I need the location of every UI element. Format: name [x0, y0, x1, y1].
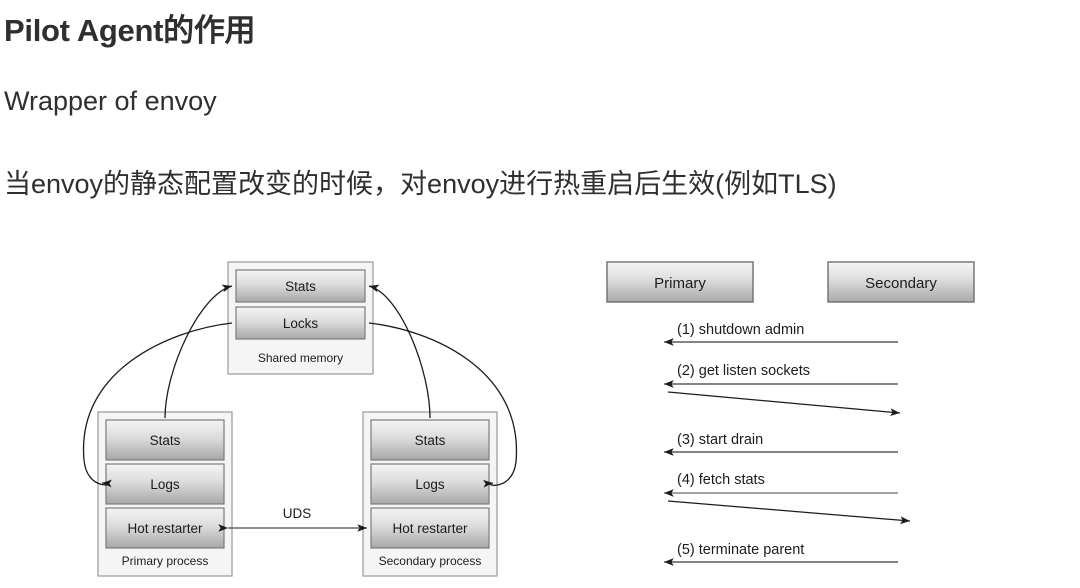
- slide-body-line-1: Wrapper of envoy: [4, 86, 217, 116]
- secondary-process-container: Stats Logs Hot restarter Secondary proce…: [362, 411, 498, 577]
- secondary-process-block-stats: Stats: [370, 419, 490, 461]
- envoy-hot-restart-architecture-diagram: Stats Locks Shared memory Stats Logs Hot…: [60, 250, 540, 588]
- secondary-process-caption: Secondary process: [379, 554, 482, 568]
- sequence-message-3: (3) start drain: [664, 432, 898, 456]
- sequence-message-4-reply-arrow: [667, 500, 911, 525]
- primary-process-container: Stats Logs Hot restarter Primary process: [97, 411, 233, 577]
- shared-memory-container: Stats Locks Shared memory: [227, 261, 374, 375]
- primary-process-block-hot-restarter-label: Hot restarter: [127, 521, 203, 536]
- slide-body-line-2: 当envoy的静态配置改变的时候，对envoy进行热重启后生效(例如TLS): [4, 169, 837, 199]
- lifeline-secondary-label: Secondary: [865, 275, 937, 292]
- shared-memory-caption: Shared memory: [258, 351, 343, 365]
- primary-process-block-stats-label: Stats: [150, 433, 181, 448]
- shared-memory-block-stats: Stats: [235, 269, 366, 303]
- sequence-message-3-label: (3) start drain: [677, 432, 763, 448]
- shared-memory-block-stats-label: Stats: [285, 279, 316, 294]
- shared-memory-block-locks-label: Locks: [283, 316, 319, 331]
- secondary-process-block-logs: Logs: [370, 463, 490, 505]
- lifeline-primary: Primary: [606, 261, 754, 303]
- arrow-shared-stats-to-primary-stats: [164, 284, 233, 419]
- lifeline-primary-label: Primary: [654, 275, 706, 292]
- uds-connection: UDS: [218, 506, 367, 532]
- hot-restart-sequence-diagram: Primary Secondary (1) shutdown admin (2)…: [590, 250, 1060, 588]
- secondary-process-block-hot-restarter: Hot restarter: [370, 507, 490, 549]
- lifeline-secondary: Secondary: [827, 261, 975, 303]
- secondary-process-block-hot-restarter-label: Hot restarter: [392, 521, 468, 536]
- primary-process-caption: Primary process: [122, 554, 209, 568]
- secondary-process-block-logs-label: Logs: [415, 477, 445, 492]
- arrow-shared-stats-to-secondary-stats: [368, 284, 431, 419]
- arrow-shared-locks-to-primary-logs: [83, 322, 233, 488]
- sequence-message-1: (1) shutdown admin: [664, 322, 898, 346]
- primary-process-block-hot-restarter: Hot restarter: [105, 507, 225, 549]
- primary-process-block-logs: Logs: [105, 463, 225, 505]
- sequence-message-5-label: (5) terminate parent: [677, 542, 804, 558]
- sequence-message-1-label: (1) shutdown admin: [677, 322, 804, 338]
- sequence-message-4-label: (4) fetch stats: [677, 472, 765, 488]
- sequence-message-5: (5) terminate parent: [664, 542, 898, 566]
- sequence-message-2-reply-arrow: [667, 391, 901, 417]
- sequence-message-2-label: (2) get listen sockets: [677, 363, 810, 379]
- page-title: Pilot Agent的作用: [4, 13, 256, 48]
- sequence-message-4: (4) fetch stats: [664, 472, 911, 525]
- primary-process-block-logs-label: Logs: [150, 477, 180, 492]
- arrow-shared-locks-to-secondary-logs: [368, 322, 518, 488]
- sequence-message-2: (2) get listen sockets: [664, 363, 901, 417]
- primary-process-block-stats: Stats: [105, 419, 225, 461]
- shared-memory-block-locks: Locks: [235, 306, 366, 340]
- secondary-process-block-stats-label: Stats: [415, 433, 446, 448]
- uds-label: UDS: [283, 506, 312, 521]
